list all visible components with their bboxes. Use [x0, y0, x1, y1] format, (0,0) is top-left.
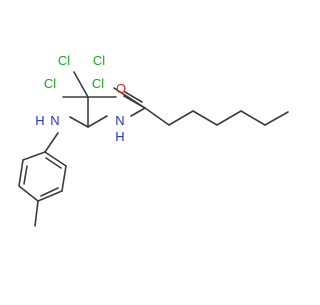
atom-cl-right: Cl — [92, 76, 104, 91]
ring-bond-5 — [61, 165, 67, 192]
bond-chain-1 — [144, 107, 170, 126]
atom-o-carbonyl: O — [116, 81, 126, 96]
bond-chain-4 — [216, 110, 242, 126]
atom-n-amine: N — [50, 113, 59, 128]
atom-n-amide: N — [115, 113, 124, 128]
ring-bond-1 — [22, 151, 46, 161]
carbonyl-double-bond — [123, 91, 146, 109]
bond-n-carbonyl — [130, 107, 146, 117]
ring-bond-4 — [37, 190, 63, 202]
ring-bond-2 — [18, 159, 24, 187]
bond-co-line-a — [123, 95, 146, 109]
bonds — [18, 71, 289, 227]
structure-canvas: Cl Cl Cl Cl O N H H N — [18, 53, 289, 227]
ring-bond-6 — [44, 151, 67, 167]
bond-c-cl-top — [73, 71, 89, 98]
ring-bond-3 — [18, 185, 39, 202]
bond-chain-6 — [264, 111, 289, 126]
ring-inner-2 — [40, 187, 59, 197]
atom-h-amine: H — [35, 113, 44, 128]
bond-chain-2 — [168, 110, 194, 126]
atom-cl-top-left: Cl — [58, 53, 70, 68]
atom-cl-top-right: Cl — [93, 53, 105, 68]
bond-ring-methyl — [34, 200, 39, 227]
atom-h-amide: H — [115, 129, 124, 144]
molecule-drawing: Cl Cl Cl Cl O N H H N — [18, 53, 289, 227]
bond-co-line-b — [124, 91, 143, 103]
bond-ch-n-amide — [87, 115, 108, 128]
bond-chain-3 — [192, 110, 218, 126]
atom-cl-left: Cl — [44, 76, 56, 91]
ring-inner-1 — [23, 165, 28, 185]
ring-inner-3 — [45, 157, 62, 169]
bond-chain-5 — [240, 110, 266, 126]
atom-labels: Cl Cl Cl Cl O N H H N — [35, 53, 126, 144]
bond-ch-n-amine — [69, 116, 89, 128]
bond-n-ring — [44, 132, 59, 153]
